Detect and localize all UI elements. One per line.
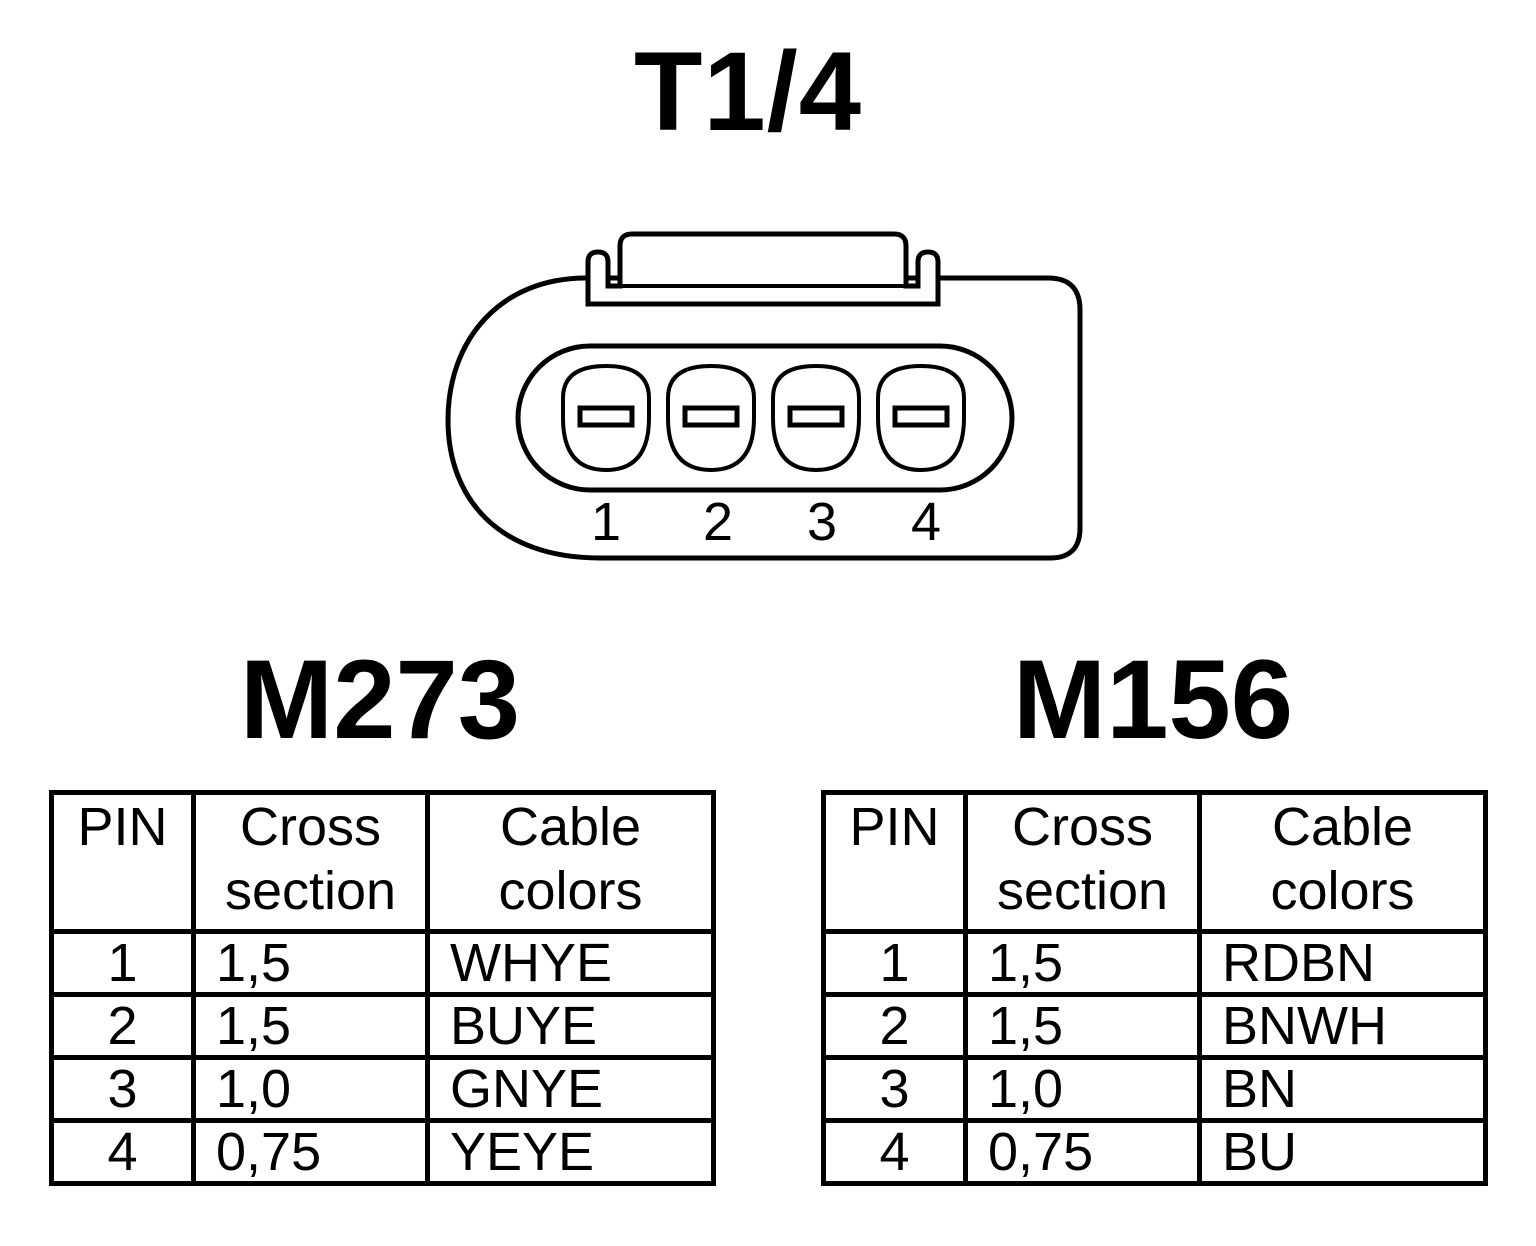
table-row: 2 1,5 BNWH: [821, 992, 1488, 1060]
pin-cell: 3: [49, 1055, 196, 1123]
cable-color-cell: BNWH: [1197, 992, 1488, 1060]
cable-color-cell: RDBN: [1197, 929, 1488, 997]
pin-3: [771, 363, 861, 473]
pin-number-1: 1: [591, 492, 621, 552]
cross-section-cell: 0,75: [191, 1118, 430, 1186]
pin-2: [666, 363, 756, 473]
cable-color-cell: BN: [1197, 1055, 1488, 1123]
pin-4: [876, 363, 966, 473]
cable-color-cell: WHYE: [425, 929, 716, 997]
connector-latch: [585, 231, 941, 307]
pin-cell: 2: [49, 992, 196, 1060]
table-row: 3 1,0 GNYE: [49, 1055, 716, 1123]
pin-number-2: 2: [703, 492, 733, 552]
cross-section-cell: 1,0: [191, 1055, 430, 1123]
pin-cell: 2: [821, 992, 968, 1060]
pin-cell: 3: [821, 1055, 968, 1123]
pin-number-4: 4: [911, 492, 941, 552]
cable-color-cell: GNYE: [425, 1055, 716, 1123]
pin-3-blade: [787, 405, 845, 428]
pin-cell: 4: [821, 1118, 968, 1186]
connector-title: T1/4: [633, 29, 863, 154]
pin-2-blade: [682, 405, 740, 428]
connector-diagram: 1 2 3 4: [445, 231, 1083, 561]
pin-1-blade: [577, 405, 635, 428]
pin-1: [561, 363, 651, 473]
table-row: 2 1,5 BUYE: [49, 992, 716, 1060]
table-row: 1 1,5 RDBN: [821, 929, 1488, 997]
pin-cell: 1: [821, 929, 968, 997]
table-title-m273: M273: [239, 637, 521, 762]
cross-section-cell: 1,0: [963, 1055, 1202, 1123]
table-row: 4 0,75 YEYE: [49, 1118, 716, 1186]
table-title-m156: M156: [1012, 637, 1294, 762]
cross-section-cell: 1,5: [191, 992, 430, 1060]
table-row: 1 1,5 WHYE: [49, 929, 716, 997]
cross-section-cell: 1,5: [963, 929, 1202, 997]
pin-number-3: 3: [807, 492, 837, 552]
cable-color-cell: YEYE: [425, 1118, 716, 1186]
pin-4-blade: [892, 405, 950, 428]
header-pin: PIN: [821, 790, 968, 934]
cross-section-cell: 0,75: [963, 1118, 1202, 1186]
cross-section-cell: 1,5: [191, 929, 430, 997]
header-pin: PIN: [49, 790, 196, 934]
pin-cell: 4: [49, 1118, 196, 1186]
table-row: 4 0,75 BU: [821, 1118, 1488, 1186]
pin-cell: 1: [49, 929, 196, 997]
cable-color-cell: BUYE: [425, 992, 716, 1060]
table-row: 3 1,0 BN: [821, 1055, 1488, 1123]
cable-color-cell: BU: [1197, 1118, 1488, 1186]
cross-section-cell: 1,5: [963, 992, 1202, 1060]
